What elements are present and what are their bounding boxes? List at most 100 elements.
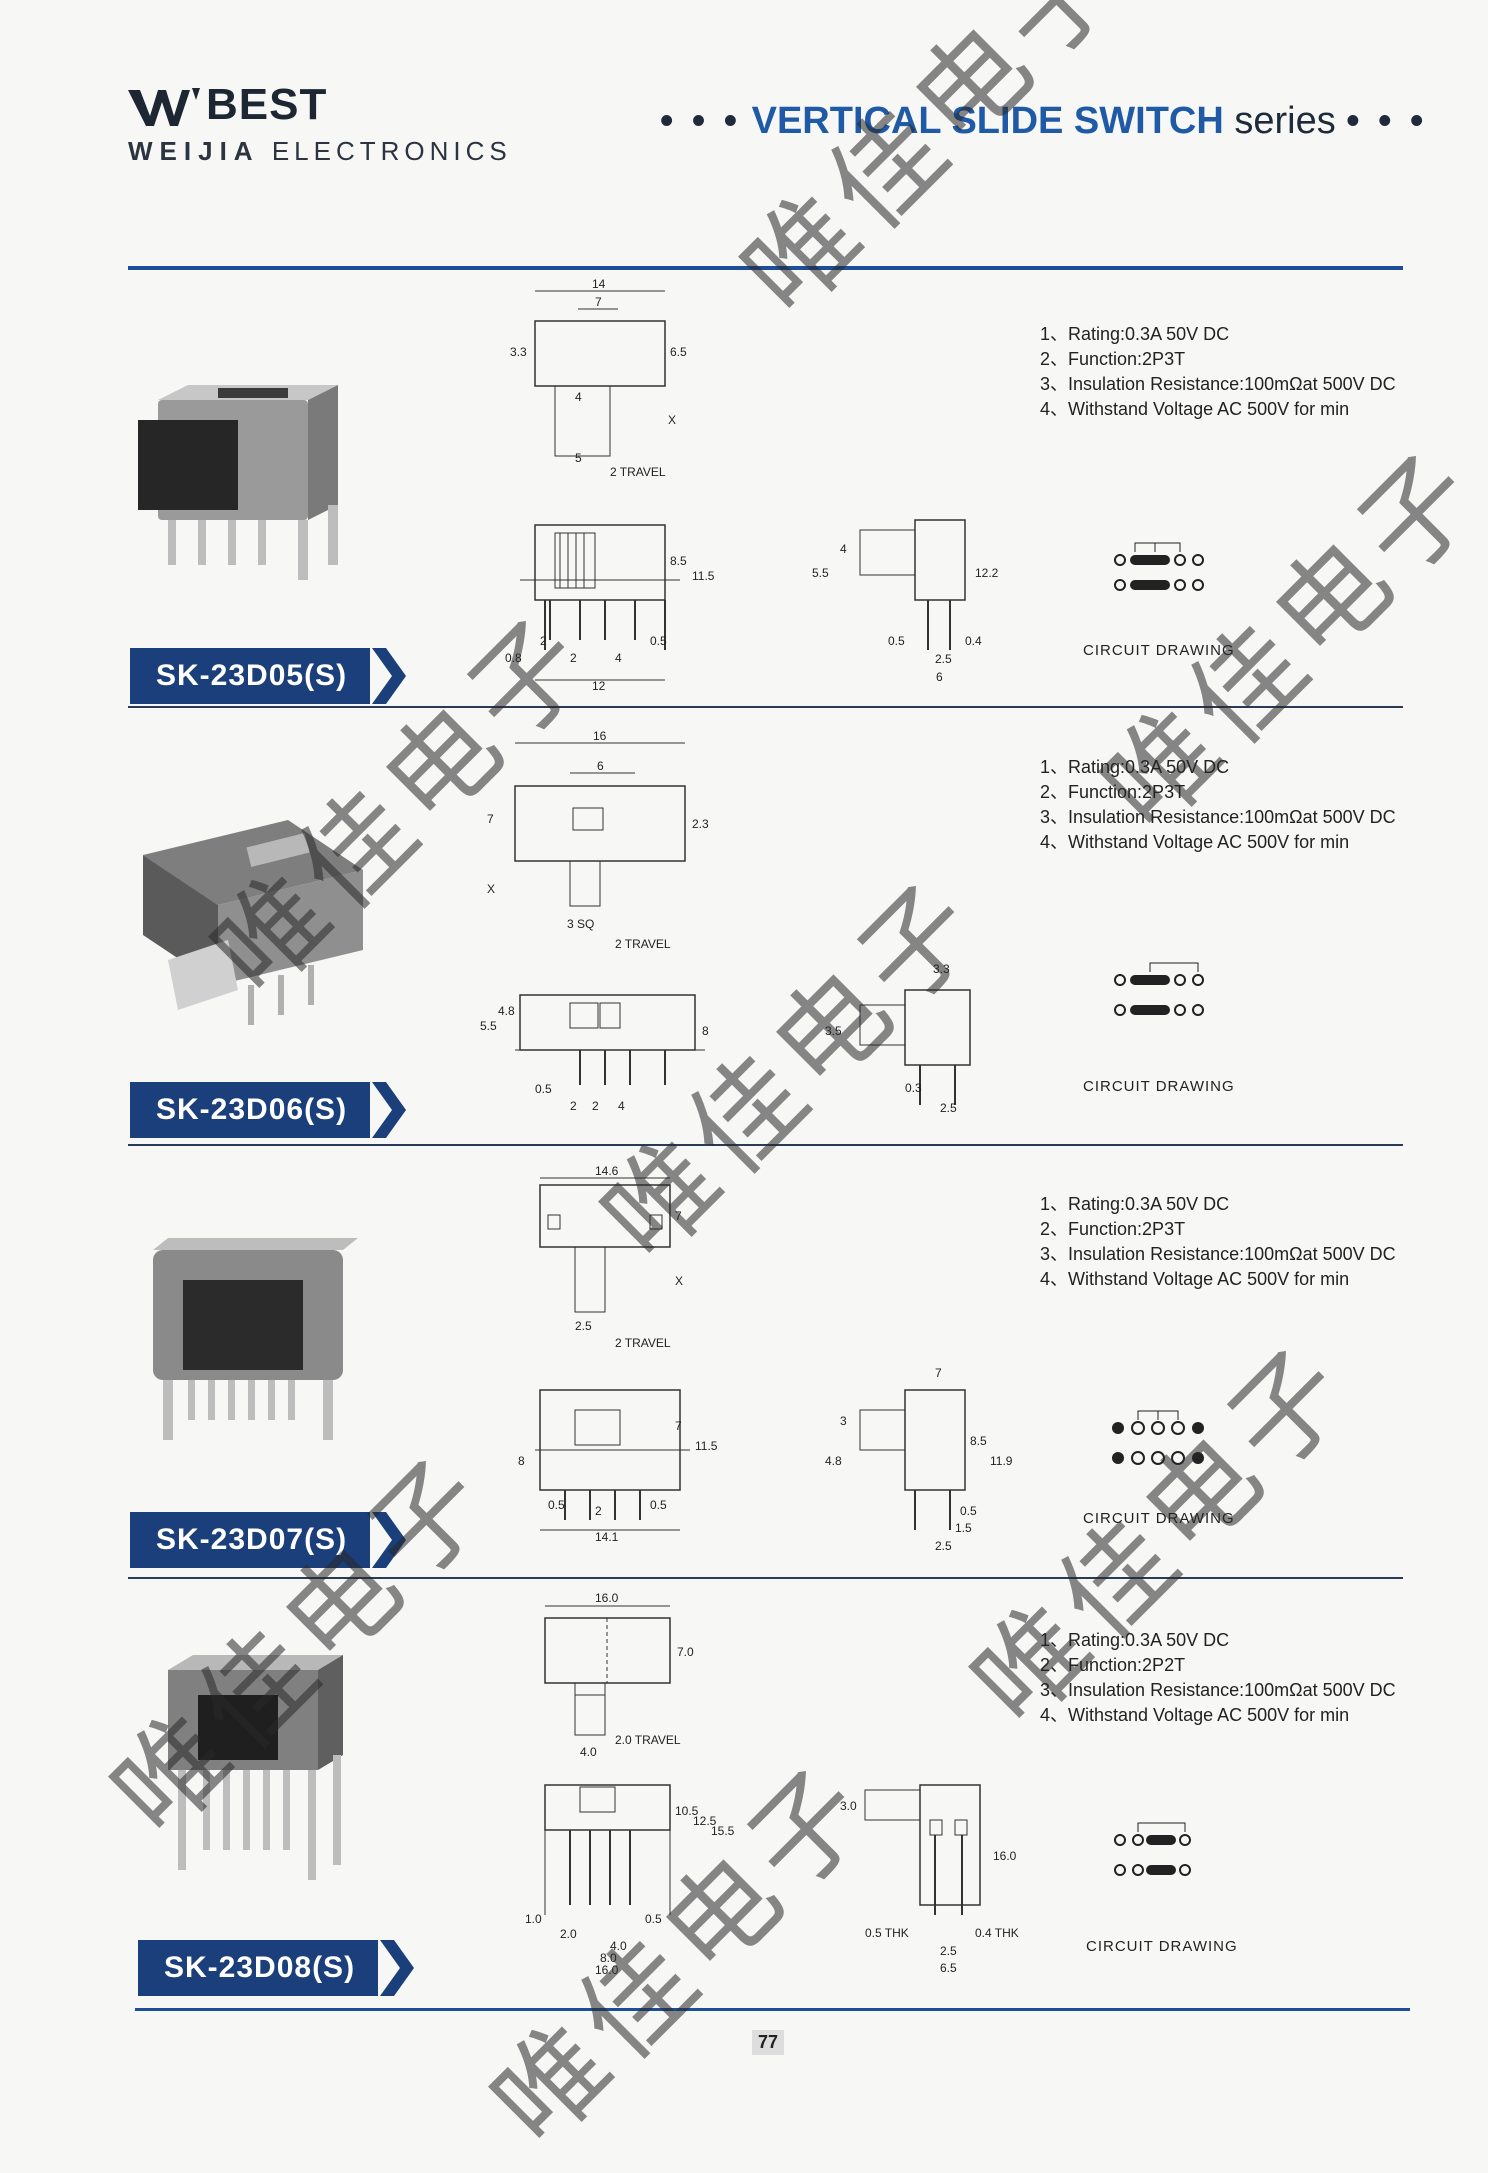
dim-label: X [675,1274,683,1288]
spec-list-1: 1、Rating:0.3A 50V DC 2、Function:2P3T 3、I… [1040,322,1396,422]
dim-label: 11.5 [695,1439,718,1453]
dim-label: 0.8 [505,651,522,665]
page-number: 77 [752,2030,785,2055]
dim-label: 5 [575,451,582,465]
dim-label: 8 [702,1024,709,1038]
dim-label: 14 [592,277,606,291]
dim-label: 0.5 [888,634,905,648]
dim-label: 0.5 THK [865,1926,909,1940]
dim-label: 4.0 [610,1939,627,1953]
dim-label: 11.5 [692,569,715,583]
spec-item: 2、Function:2P2T [1040,1655,1186,1675]
top-view-drawing-1: 14 7 3.3 6.5 4 X 5 2 TRAVEL [510,277,687,479]
dim-label: 8 [518,1454,525,1468]
top-view-drawing-3: 14.6 7 X 2.5 2 TRAVEL [539,1164,683,1350]
dim-label: 4.8 [498,1004,515,1018]
dim-label: 6.5 [940,1961,957,1975]
dim-label: 2 [540,634,547,648]
company-name: WEIJIA ELECTRONICS [128,136,512,166]
chevron-right-icon [372,1512,406,1568]
dim-label: 2 TRAVEL [615,937,671,951]
dim-label: 0.5 [650,1498,667,1512]
dim-label: 8.0 [600,1951,617,1965]
dim-label: X [668,413,676,427]
dim-label: 1.0 [525,1912,542,1926]
dim-label: 14.6 [595,1164,619,1178]
dim-label: 10.5 [675,1804,699,1818]
dim-label: 5.5 [812,566,829,580]
dim-label: 0.5 [960,1504,977,1518]
circuit-drawing-label: CIRCUIT DRAWING [1083,642,1235,659]
spec-item: 2、Function:2P3T [1040,349,1186,369]
dim-label: 8.5 [970,1434,987,1448]
chevron-right-icon [372,648,406,704]
dim-label: 2 TRAVEL [610,465,666,479]
section-divider [128,1144,1403,1146]
dim-label: 3.5 [825,1024,842,1038]
dim-label: 2 [570,651,577,665]
dim-label: 2.3 [692,817,709,831]
model-badge-1: SK-23D05(S) [130,648,370,704]
spec-item: 1、Rating:0.3A 50V DC [1040,324,1230,344]
spec-list-2: 1、Rating:0.3A 50V DC 2、Function:2P3T 3、I… [1040,755,1396,855]
section-divider [128,706,1403,708]
top-view-drawing-4: 16.0 7.0 2.0 TRAVEL 4.0 [544,1591,694,1759]
dim-label: 16.0 [595,1963,619,1977]
front-view-drawing-1: 8.5 11.5 2 0.5 0.8 2 4 12 [505,524,715,693]
dim-label: 3 SQ [567,917,594,931]
spec-item: 3、Insulation Resistance:100mΩat 500V DC [1040,374,1396,394]
front-view-drawing-4: 10.5 12.5 15.5 1.0 2.0 0.5 4.0 8.0 16.0 [525,1784,735,1977]
series-title: • • • VERTICAL SLIDE SWITCH series • • • [660,100,1428,142]
switch-photo-1 [138,385,338,580]
dim-label: 0.5 [535,1082,552,1096]
dim-label: 2 [595,1504,602,1518]
dim-label: 16.0 [595,1591,619,1605]
header-rule [128,266,1403,270]
front-view-drawing-2: 5.5 4.8 8 0.5 2 2 4 [480,994,709,1113]
dim-label: 7 [595,295,602,309]
dim-label: 14.1 [595,1530,619,1544]
spec-item: 1、Rating:0.3A 50V DC [1040,757,1230,777]
dim-label: 2.5 [935,1539,952,1553]
dim-label: 3.0 [840,1799,857,1813]
dim-label: X [487,882,495,896]
chevron-right-icon [380,1940,414,1996]
footer-rule [135,2008,1410,2011]
dim-label: 15.5 [711,1824,735,1838]
dim-label: 2.5 [935,652,952,666]
dim-label: 4 [618,1099,625,1113]
dim-label: 5.5 [480,1019,497,1033]
dim-label: 7 [675,1419,682,1433]
circuit-drawing-label: CIRCUIT DRAWING [1083,1078,1235,1095]
dim-label: 2.5 [575,1319,592,1333]
dim-label: 4.8 [825,1454,842,1468]
dim-label: 4 [840,542,847,556]
watermark-stamp: 唯佳电子 [718,0,1149,339]
circuit-diagram-2 [1114,962,1204,1016]
circuit-drawing-label: CIRCUIT DRAWING [1083,1510,1235,1527]
dim-label: 2.0 [560,1927,577,1941]
dim-label: 2.5 [940,1101,957,1115]
brand-name: BEST [206,80,328,129]
spec-item: 4、Withstand Voltage AC 500V for min [1040,1705,1350,1725]
dim-label: 16.0 [993,1849,1017,1863]
side-view-drawing-2: 3.3 3.5 0.3 2.5 [825,962,971,1115]
spec-item: 4、Withstand Voltage AC 500V for min [1040,832,1350,852]
spec-list-4: 1、Rating:0.3A 50V DC 2、Function:2P2T 3、I… [1040,1628,1396,1728]
model-badge-2: SK-23D06(S) [130,1082,370,1138]
spec-item: 4、Withstand Voltage AC 500V for min [1040,1269,1350,1289]
spec-item: 4、Withstand Voltage AC 500V for min [1040,399,1350,419]
model-badge-4: SK-23D08(S) [138,1940,378,1996]
dim-label: 6 [597,759,604,773]
dim-label: 1.5 [955,1521,972,1535]
dim-label: 12 [592,679,606,693]
dim-label: 0.5 [650,634,667,648]
dim-label: 4 [615,651,622,665]
circuit-diagram-1 [1114,542,1204,591]
dim-label: 0.4 THK [975,1926,1019,1940]
dim-label: 0.3 [905,1081,922,1095]
dim-label: 16 [593,729,607,743]
spec-item: 3、Insulation Resistance:100mΩat 500V DC [1040,807,1396,827]
dim-label: 0.4 [965,634,982,648]
switch-photo-2 [143,820,363,1025]
